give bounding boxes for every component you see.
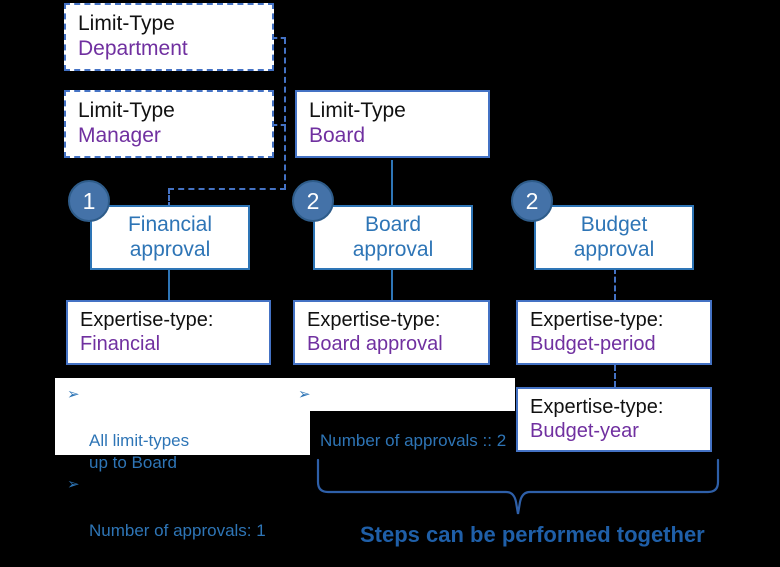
expertise-type-value: Budget-period bbox=[530, 332, 656, 355]
grouping-brace bbox=[316, 458, 720, 515]
step-badge-2-board: 2 bbox=[292, 180, 334, 222]
limit-type-value: Department bbox=[78, 37, 188, 60]
step-label-line1: Financial bbox=[127, 212, 213, 236]
list-item-text: All limit-types up to Board bbox=[89, 430, 190, 473]
brace-caption: Steps can be performed together bbox=[360, 522, 705, 547]
step-box-board-approval[interactable]: Board approval bbox=[313, 205, 473, 270]
expertise-type-value: Budget-year bbox=[530, 419, 639, 442]
limit-type-label: Limit-Type bbox=[78, 99, 175, 123]
expertise-type-value: Board approval bbox=[307, 332, 443, 355]
limit-type-value: Board bbox=[309, 124, 366, 147]
bullet-arrow-icon: ➢ bbox=[67, 386, 80, 403]
expertise-type-box-budget-period: Expertise-type: Budget-period bbox=[516, 300, 712, 365]
limit-type-box-board: Limit-Type Board bbox=[295, 90, 490, 158]
note-list: ➢ All limit-types up to Board ➢ Number o… bbox=[55, 385, 310, 542]
note-panel-board: ➢ Number of approvals :: 2 bbox=[286, 378, 515, 450]
connector-dash-into-financial bbox=[168, 188, 170, 208]
connector-financial-to-expertise bbox=[168, 268, 170, 300]
connector-limittype-trunk bbox=[284, 38, 286, 190]
connector-trunk-to-financial bbox=[168, 188, 286, 190]
bullet-arrow-icon: ➢ bbox=[298, 386, 311, 403]
list-item-text: Number of approvals :: 2 bbox=[320, 430, 507, 450]
limit-type-label: Limit-Type bbox=[78, 12, 175, 36]
expertise-type-label: Expertise-type: bbox=[307, 308, 441, 331]
limit-type-box-manager: Limit-Type Manager bbox=[64, 90, 274, 158]
connector-department-to-trunk bbox=[272, 37, 286, 39]
expertise-type-value: Financial bbox=[80, 332, 161, 355]
connector-period-to-year bbox=[614, 365, 616, 387]
connector-boardapproval-to-expertise bbox=[391, 268, 393, 300]
limit-type-box-department: Limit-Type Department bbox=[64, 3, 274, 71]
connector-manager-to-trunk bbox=[272, 124, 286, 126]
list-item: ➢ Number of approvals :: 2 bbox=[286, 385, 515, 452]
step-badge-1: 1 bbox=[68, 180, 110, 222]
step-box-budget-approval[interactable]: Budget approval bbox=[534, 205, 694, 270]
step-badge-number: 2 bbox=[525, 187, 539, 214]
step-label-line2: approval bbox=[573, 237, 655, 261]
step-label-line2: approval bbox=[352, 237, 434, 261]
connector-board-to-board-approval bbox=[391, 160, 393, 208]
step-badge-number: 2 bbox=[306, 187, 320, 214]
expertise-type-box-financial: Expertise-type: Financial bbox=[66, 300, 271, 365]
expertise-type-label: Expertise-type: bbox=[530, 395, 664, 418]
expertise-type-label: Expertise-type: bbox=[80, 308, 214, 331]
list-item-text: Number of approvals: 1 bbox=[89, 520, 266, 540]
limit-type-value: Manager bbox=[78, 124, 161, 147]
step-label-line1: Budget bbox=[580, 212, 648, 236]
expertise-type-label: Expertise-type: bbox=[530, 308, 664, 331]
expertise-type-box-budget-year: Expertise-type: Budget-year bbox=[516, 387, 712, 452]
expertise-type-box-board-approval: Expertise-type: Board approval bbox=[293, 300, 490, 365]
list-item: ➢ Number of approvals: 1 bbox=[55, 475, 310, 542]
step-label-line2: approval bbox=[129, 237, 211, 261]
note-list: ➢ Number of approvals :: 2 bbox=[286, 385, 515, 452]
step-box-financial-approval[interactable]: Financial approval bbox=[90, 205, 250, 270]
step-badge-2-budget: 2 bbox=[511, 180, 553, 222]
limit-type-label: Limit-Type bbox=[309, 99, 406, 123]
connector-budget-to-expertise-period bbox=[614, 268, 616, 300]
note-panel-financial: ➢ All limit-types up to Board ➢ Number o… bbox=[55, 378, 310, 540]
bullet-arrow-icon: ➢ bbox=[67, 475, 80, 493]
step-badge-number: 1 bbox=[82, 187, 96, 214]
step-label-line1: Board bbox=[364, 212, 422, 236]
list-item: ➢ All limit-types up to Board bbox=[55, 385, 310, 475]
